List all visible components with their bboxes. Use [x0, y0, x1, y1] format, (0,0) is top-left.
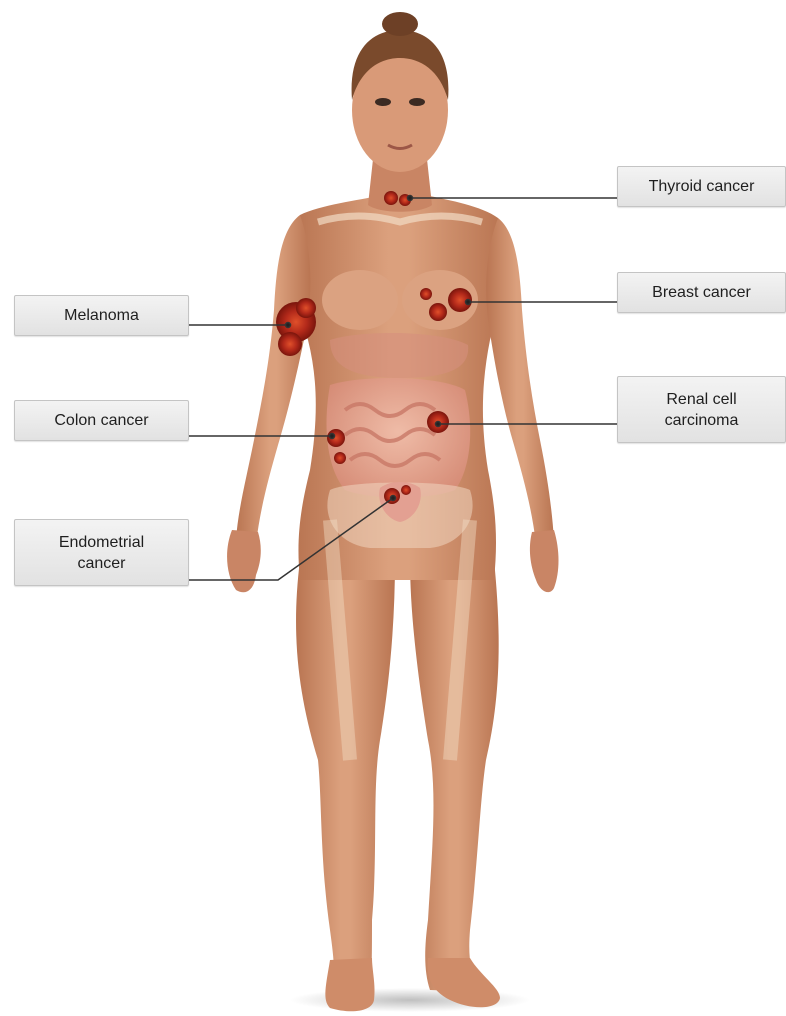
label-melanoma: Melanoma [14, 295, 189, 336]
breast-right [322, 270, 398, 330]
left-eye [375, 98, 391, 106]
leader-dot-melanoma [286, 323, 291, 328]
label-endometrial-cancer: Endometrial cancer [14, 519, 189, 586]
leader-dot-endometrial [391, 496, 396, 501]
left-foot [325, 958, 374, 1011]
left-arm-viewer-right [486, 218, 554, 544]
leader-dot-breast [466, 300, 471, 305]
label-colon-cancer: Colon cancer [14, 400, 189, 441]
leader-dot-colon [330, 434, 335, 439]
right-arm-viewer-left [236, 215, 310, 544]
label-thyroid-cancer: Thyroid cancer [617, 166, 786, 207]
hair-bun [382, 12, 418, 36]
right-hand [227, 530, 261, 592]
label-breast-cancer: Breast cancer [617, 272, 786, 313]
leader-dot-thyroid [408, 196, 413, 201]
right-eye [409, 98, 425, 106]
left-hand [530, 530, 559, 592]
label-renal-cell-carcinoma: Renal cell carcinoma [617, 376, 786, 443]
leader-dot-renal [436, 422, 441, 427]
